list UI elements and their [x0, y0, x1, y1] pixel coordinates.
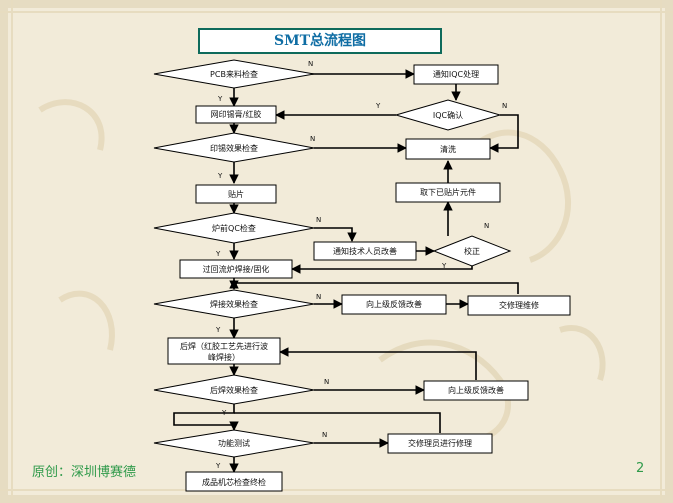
edge-repair-1-to-reflow — [229, 279, 519, 294]
text-iqc-confirm: IQC确认 — [433, 110, 463, 120]
decision-solder-check — [153, 289, 315, 319]
label-n-prereflow: N — [316, 216, 321, 224]
text-remove-parts: 取下已贴片元件 — [420, 187, 476, 197]
process-final-check — [185, 471, 283, 492]
decision-correct — [432, 235, 512, 267]
edge-iqc-confirm-to-clean — [489, 114, 519, 153]
text-repair-1: 交修理维修 — [499, 300, 539, 310]
process-report-up-1 — [341, 294, 447, 315]
process-repair-2 — [387, 433, 493, 454]
decision-print-check — [153, 132, 315, 163]
page-title: SMT总流程图 — [198, 28, 442, 54]
label-n-correct: N — [484, 222, 489, 230]
edge-prereflow-to-notify-tech — [314, 227, 357, 242]
text-notify-iqc: 通知IQC处理 — [433, 69, 479, 79]
text-post-solder-line-2: 峰焊接） — [208, 352, 240, 362]
text-print: 网印锡膏/红胶 — [211, 109, 262, 119]
process-reflow — [179, 259, 293, 279]
process-clean — [405, 138, 491, 160]
decision-post-solder-check — [153, 374, 315, 405]
text-prereflow-check: 炉前QC检查 — [212, 223, 256, 233]
decision-prereflow-check — [153, 212, 315, 244]
label-n-post-check: N — [324, 378, 329, 386]
connectors — [173, 69, 519, 473]
text-repair-2: 交修理员进行修理 — [408, 438, 472, 448]
label-y-iqc: Y — [375, 102, 381, 110]
process-post-solder — [167, 337, 281, 365]
text-correct: 校正 — [464, 246, 480, 256]
text-final-check: 成品机芯检查终检 — [202, 477, 266, 487]
label-y-prereflow: Y — [215, 250, 221, 258]
text-mount: 贴片 — [228, 189, 244, 199]
edge-post-check-to-test — [173, 404, 239, 431]
process-notify-iqc — [413, 64, 499, 85]
process-repair-1 — [467, 295, 571, 316]
process-print — [195, 105, 277, 124]
label-y-post-check: Y — [221, 409, 227, 417]
label-y-print-check: Y — [217, 172, 223, 180]
label-n-print-check: N — [310, 135, 315, 143]
text-post-solder-check: 后焊效果检查 — [210, 385, 258, 395]
text-report-up-2: 向上级反馈改善 — [448, 385, 504, 395]
decision-pcb-check — [153, 59, 315, 89]
text-pcb-check: PCB来料检查 — [210, 69, 258, 79]
text-clean: 清洗 — [440, 144, 456, 154]
label-n-test: N — [322, 431, 327, 439]
label-y-test: Y — [215, 462, 221, 470]
decision-function-test — [153, 429, 315, 458]
label-n-pcb: N — [308, 60, 313, 68]
label-y-pcb: Y — [217, 95, 223, 103]
text-post-solder-line-1: 后焊（红胶工艺先进行波 — [180, 341, 268, 351]
text-solder-check: 焊接效果检查 — [210, 299, 258, 309]
text-notify-tech: 通知技术人员改善 — [333, 246, 397, 256]
footer-credit: 原创：深圳博赛德 — [32, 465, 137, 480]
label-y-solder: Y — [215, 326, 221, 334]
label-n-solder: N — [316, 293, 321, 301]
page-number: 2 — [636, 461, 645, 476]
label-y-correct: Y — [441, 262, 447, 270]
text-print-check: 印锡效果检查 — [210, 143, 258, 153]
edge-report-2-to-post-solder — [279, 347, 477, 380]
edge-correct-to-reflow — [291, 264, 473, 274]
decision-iqc-confirm — [394, 99, 502, 131]
text-reflow: 过回流炉焊接/固化 — [203, 264, 270, 274]
process-report-up-2 — [423, 380, 529, 401]
process-notify-tech — [313, 241, 417, 261]
text-function-test: 功能测试 — [218, 438, 250, 448]
text-report-up-1: 向上级反馈改善 — [366, 299, 422, 309]
label-n-iqc: N — [502, 102, 507, 110]
edge-repair-2-to-post-check — [234, 412, 441, 433]
process-remove-parts — [395, 182, 501, 203]
process-mount — [195, 184, 277, 204]
